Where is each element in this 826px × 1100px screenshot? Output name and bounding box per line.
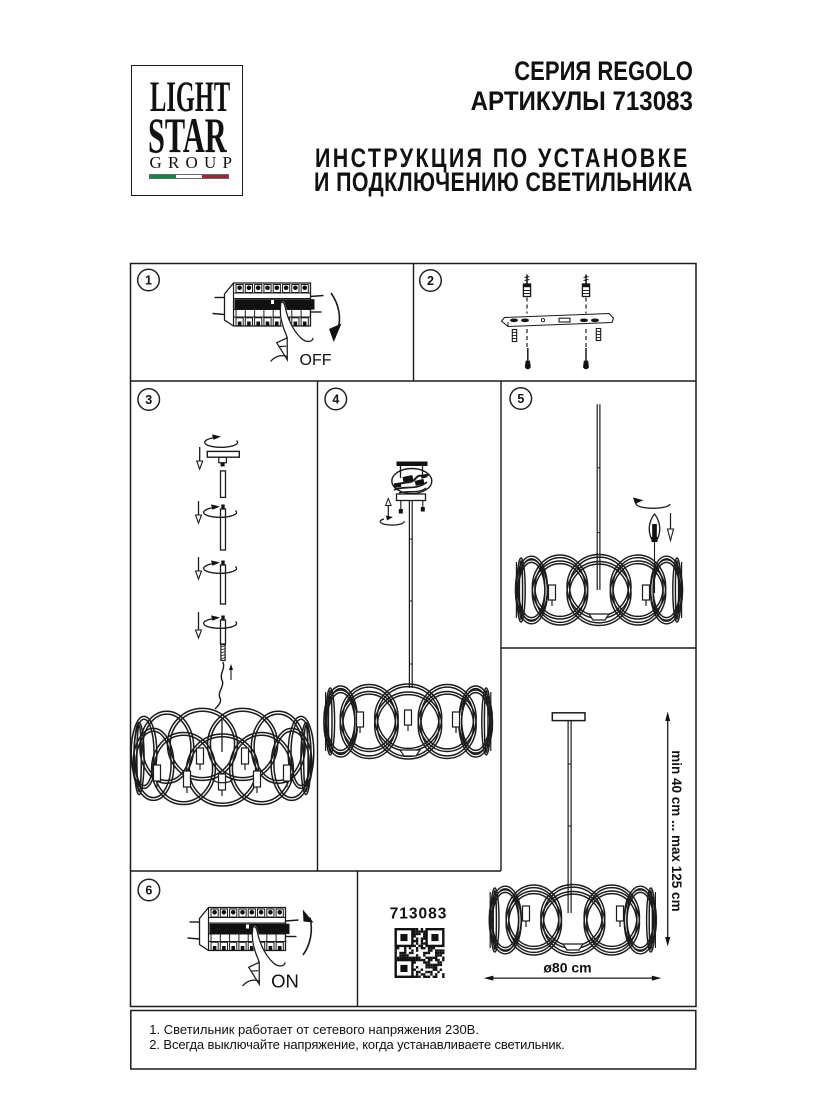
svg-text:6: 6 — [145, 883, 152, 897]
svg-text:5: 5 — [517, 392, 524, 406]
svg-text:4: 4 — [332, 392, 339, 406]
svg-text:1: 1 — [145, 273, 152, 287]
svg-text:2: 2 — [427, 274, 434, 288]
svg-text:713083: 713083 — [390, 906, 448, 923]
svg-text:ON: ON — [271, 971, 299, 992]
svg-text:ø80 cm: ø80 cm — [543, 960, 591, 976]
svg-text:OFF: OFF — [300, 352, 332, 369]
svg-text:3: 3 — [145, 393, 152, 407]
svg-text:min 40 cm ... max 125 cm: min 40 cm ... max 125 cm — [669, 750, 684, 911]
